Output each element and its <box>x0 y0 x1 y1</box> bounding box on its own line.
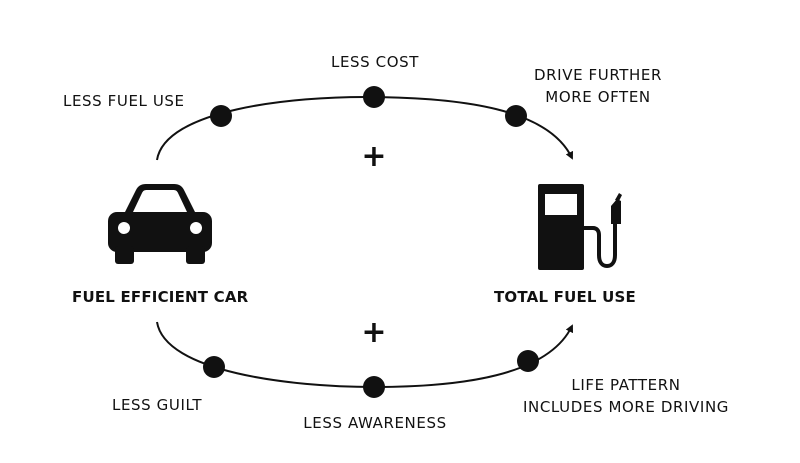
top-step-label-1: LESS FUEL USE <box>63 92 185 110</box>
bottom-plus-operator: + <box>361 315 387 350</box>
top-step-label-2: LESS COST <box>330 53 420 71</box>
bottom-step-label-3: LIFE PATTERN INCLUDES MORE DRIVING <box>523 374 729 418</box>
car-icon <box>108 184 212 264</box>
bottom-step-label-2: LESS AWARENESS <box>303 414 447 432</box>
bottom-step-dot-1 <box>203 356 225 378</box>
bottom-step-label-3-line-1: LIFE PATTERN <box>571 376 681 394</box>
bottom-step-label-1: LESS GUILT <box>112 396 203 414</box>
top-step-dot-1 <box>210 105 232 127</box>
left-node-label: FUEL EFFICIENT CAR <box>72 288 249 306</box>
top-step-label-3-line-1: DRIVE FURTHER <box>534 66 662 84</box>
top-step-label-3: DRIVE FURTHER MORE OFTEN <box>534 64 662 108</box>
top-step-dot-2 <box>363 86 385 108</box>
right-node-label: TOTAL FUEL USE <box>494 288 636 306</box>
top-step-label-3-line-2: MORE OFTEN <box>545 88 651 106</box>
bottom-step-dot-3 <box>517 350 539 372</box>
bottom-step-label-3-line-2: INCLUDES MORE DRIVING <box>523 398 729 416</box>
bottom-step-dot-2 <box>363 376 385 398</box>
top-step-dot-3 <box>505 105 527 127</box>
top-plus-operator: + <box>361 139 387 174</box>
fuel-pump-icon <box>538 184 622 270</box>
